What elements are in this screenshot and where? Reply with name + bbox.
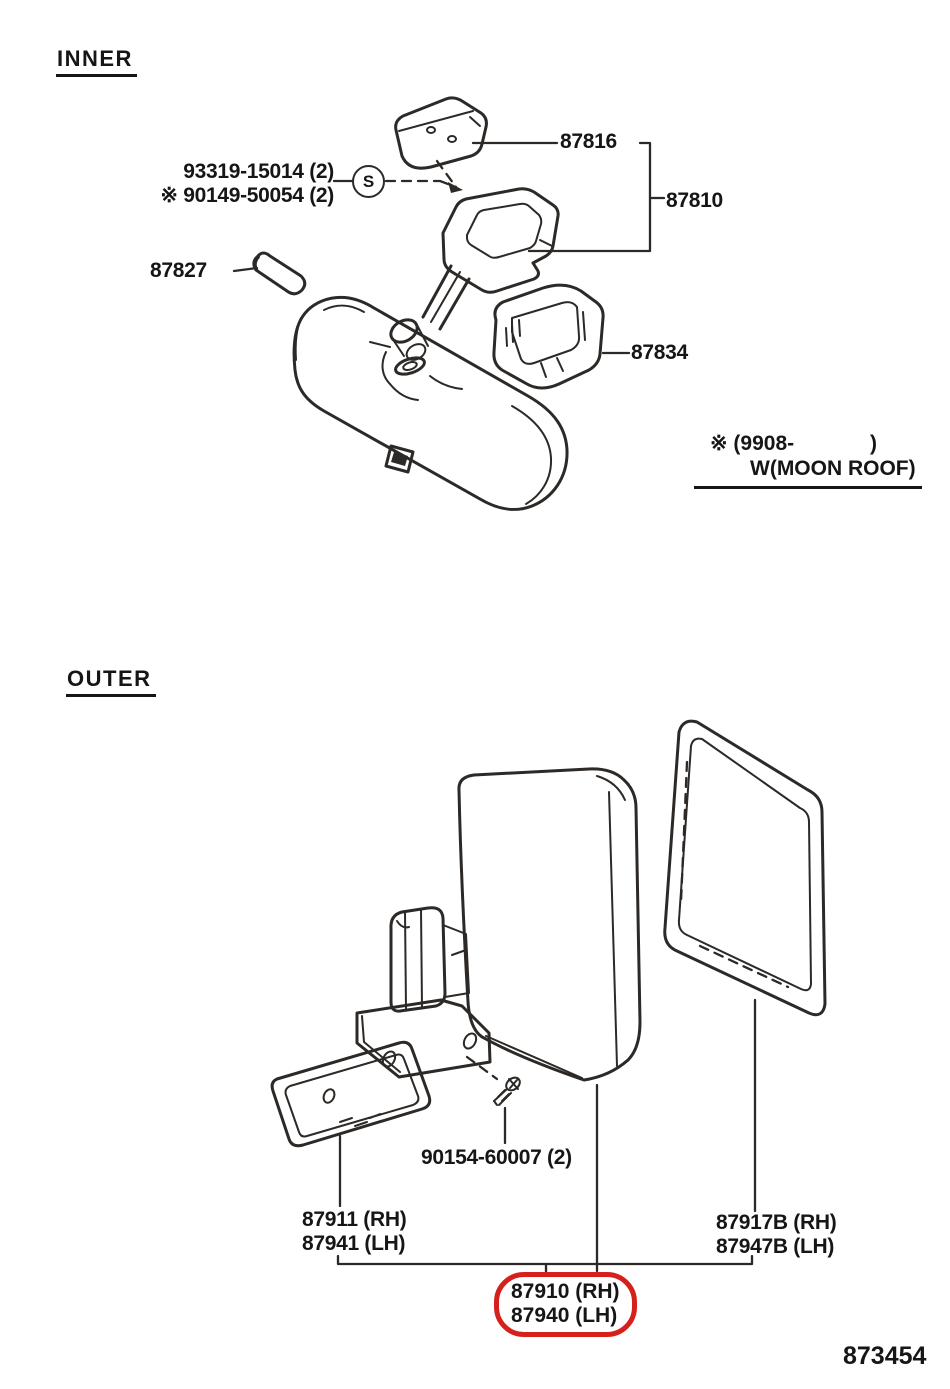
mirror-assy-label-rh: 87910 (RH): [511, 1280, 620, 1303]
inner-mirror-illustration: [232, 96, 666, 511]
screw-part-number-line2: ※ 90149-50054 (2): [160, 184, 334, 207]
outer-screw-drawing: [465, 1055, 521, 1106]
part-label-87917B-87947B: 87917B (RH)87947B (LH): [716, 1211, 837, 1259]
inner-leader-lines: [232, 141, 666, 355]
outer-retainer-ring-drawing: [663, 719, 827, 1017]
inner-screw-part-numbers: 93319-15014 (2)※ 90149-50054 (2): [122, 160, 334, 208]
part-label-90154-60007: 90154-60007 (2): [421, 1146, 572, 1169]
part-label-87834: 87834: [631, 341, 688, 364]
inner-screw-indicator: [332, 159, 463, 193]
screw-symbol-letter: S: [362, 171, 375, 191]
part-label-87827: 87827: [150, 259, 207, 282]
inner-mounting-plate-drawing: [394, 96, 488, 170]
highlighted-part-label-87910-87940: 87910 (RH) 87940 (LH): [494, 1272, 637, 1337]
bracket-label-lh: 87941 (LH): [302, 1232, 406, 1255]
part-label-87911-87941: 87911 (RH)87941 (LH): [302, 1208, 407, 1256]
retainer-label-lh: 87947B (LH): [716, 1235, 835, 1258]
bracket-label-rh: 87911 (RH): [302, 1208, 407, 1231]
inner-mirror-body-drawing: [292, 296, 569, 511]
part-label-87810: 87810: [666, 189, 723, 212]
outer-mirror-illustration: [270, 719, 827, 1274]
outer-leader-lines: [336, 998, 757, 1274]
outer-mirror-body-drawing: [457, 767, 642, 1082]
inner-section-heading: INNER: [56, 46, 137, 77]
part-label-87816: 87816: [560, 130, 617, 153]
figure-code: 873454: [843, 1342, 927, 1370]
screw-part-number-line1: 93319-15014 (2): [183, 160, 334, 183]
moonroof-applicability-note: ※ (9908- ) W(MOON ROOF): [694, 431, 922, 489]
inner-cover-87834-drawing: [492, 283, 605, 390]
outer-mirror-arm-drawing: [355, 906, 492, 1079]
outer-section-heading: OUTER: [66, 666, 156, 697]
note-moonroof: W(MOON ROOF): [750, 457, 916, 480]
inner-mirror-stay-drawing: [389, 187, 560, 376]
screw-symbol-badge: S: [352, 165, 385, 198]
note-date-range: ※ (9908- ): [710, 432, 877, 455]
retainer-label-rh: 87917B (RH): [716, 1211, 837, 1234]
outer-base-plate-drawing: [270, 1040, 432, 1148]
inner-cover-87827-drawing: [252, 251, 307, 296]
mirror-assy-label-lh: 87940 (LH): [511, 1304, 618, 1327]
